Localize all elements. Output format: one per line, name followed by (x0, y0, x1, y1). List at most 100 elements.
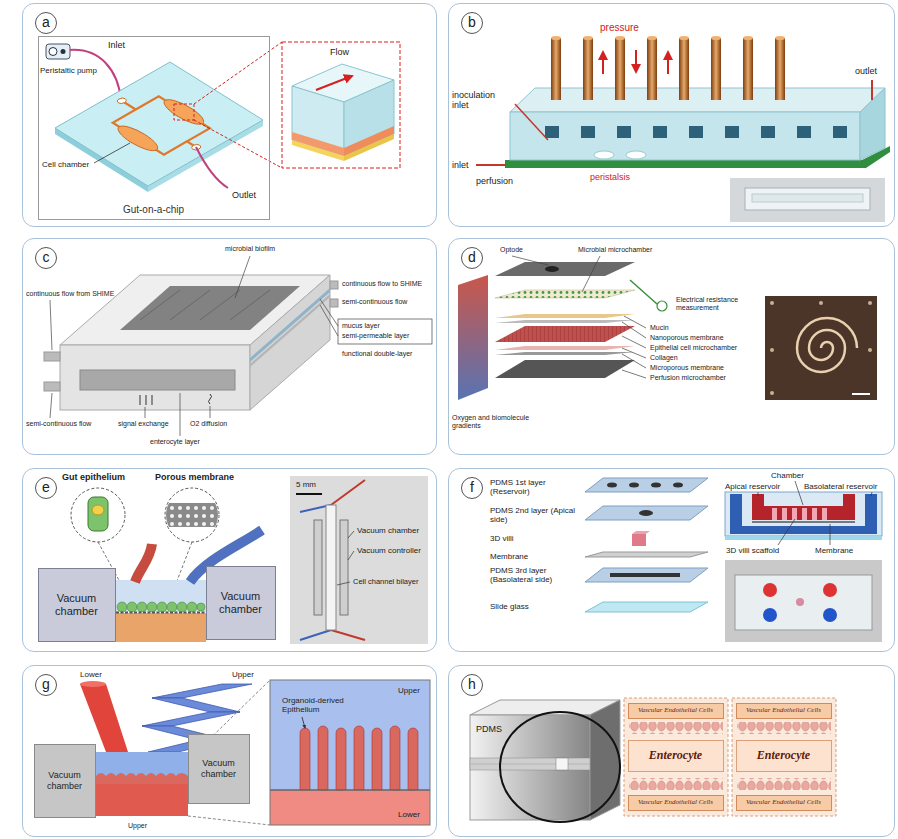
porous-sheet (160, 503, 224, 527)
part-label: Upper (398, 686, 420, 695)
part-label: Cell chamber (42, 160, 89, 169)
villus (372, 728, 382, 790)
leader-line (180, 393, 181, 436)
part-label: Slide glass (490, 602, 529, 611)
part-label: enterocyte layer (150, 438, 200, 446)
part-label: Oxygen and biomolecule gradients (452, 414, 532, 430)
villi-cube-top (632, 531, 650, 534)
chip-plate (158, 96, 209, 127)
villi-scaffold (772, 508, 827, 520)
gut-cells (117, 602, 205, 612)
zoom-line (188, 816, 270, 825)
perfusion-chamber (495, 360, 635, 378)
cell-row (737, 722, 831, 734)
leader-line (235, 256, 250, 298)
villus (336, 728, 346, 790)
endothelial-band: Vascular Endothelial Cells (736, 703, 832, 719)
chip-photo (868, 301, 872, 305)
reservoir-hole (673, 483, 683, 488)
part-label: Basolateral reservoir (804, 482, 877, 491)
villi-chip-illustration (585, 478, 882, 642)
figure-panel: hVascular Endothelial CellsEnterocyteVas… (448, 665, 895, 837)
copper-pillar (711, 36, 721, 40)
zoom-ellipse (500, 712, 620, 822)
leader-line (778, 519, 795, 545)
chip-photo (852, 393, 870, 395)
zoom-marker (174, 104, 194, 120)
device-photo (752, 194, 863, 202)
chamber-label: Vacuum chamber (42, 592, 112, 617)
copper-pillar (551, 38, 561, 100)
figure-panel: eVacuum chamberVacuum chamber (22, 468, 437, 652)
channel-window (833, 126, 847, 138)
part-label: Upper (128, 822, 147, 830)
channel-block (344, 134, 394, 161)
pdms-section (725, 492, 882, 536)
panel-letter: a (35, 12, 57, 34)
pdms-front (470, 715, 590, 820)
device-photo (300, 630, 331, 640)
villi-scaffold (812, 508, 817, 520)
copper-pillar (615, 36, 625, 40)
peristaltic-pump-icon (46, 44, 70, 59)
copper-pillar (583, 38, 593, 100)
figure-panel: aGut-on-a-chip (22, 3, 437, 227)
reservoir-hole (651, 483, 661, 488)
part-label: microbial biofilm (225, 245, 275, 253)
apical-reservoir (752, 506, 855, 520)
part-label: semi-continuous flow (342, 298, 407, 306)
reservoir-hole (639, 510, 653, 516)
band-label: Enterocyte (649, 748, 702, 763)
chip-photo (770, 301, 774, 305)
chamber-label: Vacuum chamber (192, 758, 246, 779)
panel-letter: b (461, 12, 483, 34)
gut-cells (197, 603, 205, 611)
device-photo (745, 188, 870, 210)
membrane-line (752, 521, 855, 523)
inset-title: Gut-on-a-chip (123, 204, 184, 215)
part-label: Gut epithelium (62, 472, 125, 482)
gut-chip-illustration (46, 42, 400, 192)
figure-panel: b (448, 3, 895, 227)
optode-hole (545, 266, 559, 272)
tube-connector (44, 281, 338, 391)
organoid-chip-illustration (80, 680, 430, 825)
copper-pillar (711, 38, 721, 100)
membrane-strip (250, 294, 330, 367)
tube-connector (330, 281, 338, 289)
band-label: Vascular Endothelial Cells (638, 799, 713, 807)
copper-pillar (775, 38, 785, 100)
leader-line (50, 393, 52, 418)
part-label: Collagen (650, 354, 678, 362)
channel-window (689, 126, 703, 138)
enterocyte-band: Enterocyte (628, 740, 724, 772)
chamber-label: Vacuum chamber (38, 770, 92, 791)
gut-cells (137, 602, 147, 612)
channel-window (617, 126, 631, 138)
part-label: pressure (600, 22, 639, 34)
oxygen-wave (209, 394, 212, 404)
reservoir-hole (607, 483, 617, 488)
device-photo (331, 630, 365, 640)
device-photo (725, 560, 882, 642)
mucus-strip (250, 288, 330, 362)
upper-helix (152, 698, 240, 712)
panel-letter: c (35, 247, 57, 269)
peristaltic-pump-icon (49, 48, 57, 56)
device-photo (314, 520, 322, 615)
part-label: peristalsis (590, 172, 630, 182)
device-photo (340, 520, 348, 615)
upper-helix (152, 684, 252, 698)
tube-connector (44, 352, 60, 361)
device-photo (290, 476, 428, 644)
part-label: O2 diffusion (190, 420, 227, 428)
copper-pillar (615, 38, 625, 100)
part-label: mucus layer (342, 322, 380, 330)
part-label: continuous flow to SHIME (342, 280, 422, 288)
pdms-layer (585, 568, 708, 582)
reservoir-hole (629, 483, 639, 488)
pressure-arrow (667, 52, 669, 74)
housing-front (60, 345, 250, 410)
leader-line (302, 717, 305, 728)
